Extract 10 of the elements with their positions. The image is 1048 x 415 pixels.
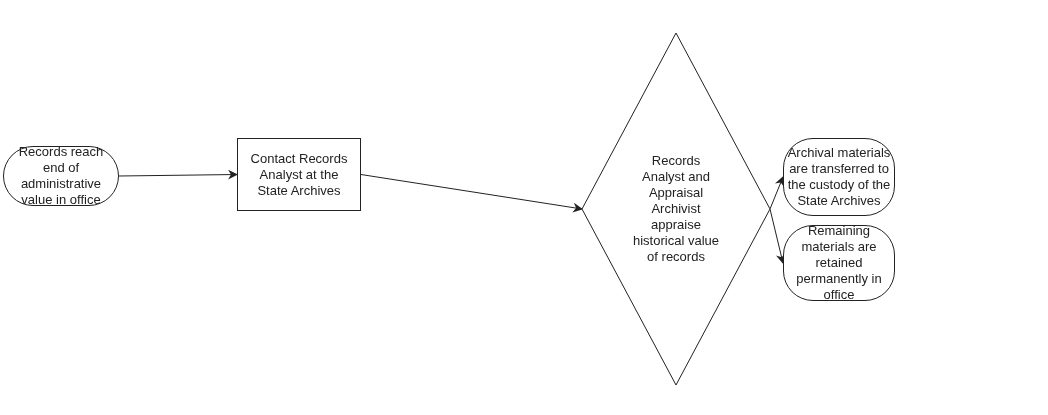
decision-diamond <box>582 33 770 385</box>
node-label: Records reach end of administrative value in office <box>17 144 105 208</box>
node-label: Records Analyst and Appraisal Archivist appraise historical value of records <box>632 153 720 265</box>
arrow <box>769 176 785 210</box>
arrow <box>360 174 583 213</box>
arrow <box>118 169 238 180</box>
process-box <box>237 138 361 211</box>
node-label: Archival materials are transferred to the custody of the State Archives <box>787 145 891 209</box>
node-label: Contact Records Analyst at the State Archives <box>249 150 349 199</box>
node-label: Remaining materials are retained permanently in office <box>795 223 883 303</box>
